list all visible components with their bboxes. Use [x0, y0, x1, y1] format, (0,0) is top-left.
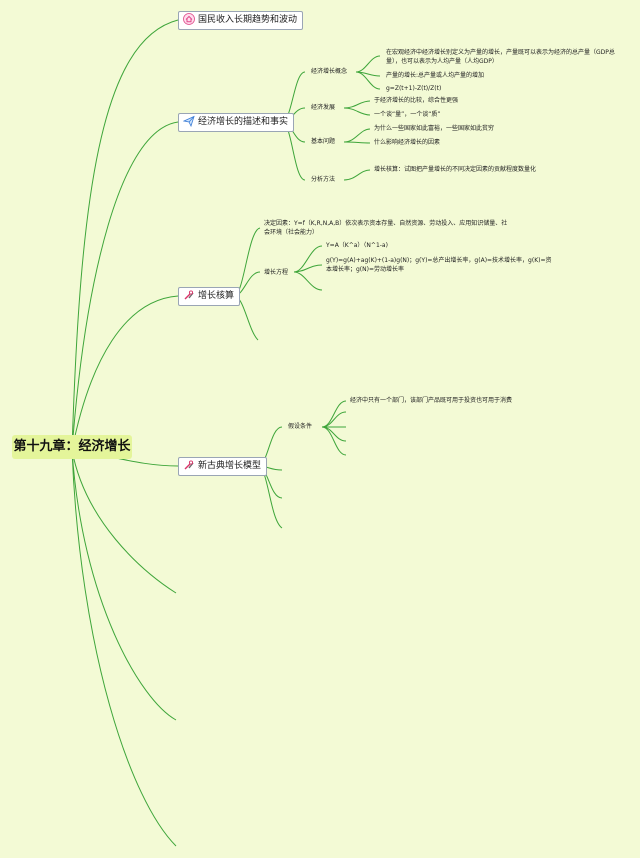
leaf-growth-definition[interactable]: 在宏观经济中经济增长别定义为产量的增长，产量既可以表示为经济的总产量（GDP总量… [386, 49, 615, 65]
home-icon [183, 12, 195, 25]
subtopic-economic-development[interactable]: 经济发展 [311, 104, 336, 111]
subtopic-growth-concept[interactable]: 经济增长概念 [311, 68, 348, 75]
subtopic-assumptions[interactable]: 假设条件 [288, 423, 313, 430]
topic-label: 国民收入长期趋势和波动 [198, 15, 298, 25]
tools-icon [183, 459, 195, 471]
topic-growth-description[interactable]: 经济增长的描述和事实 [178, 113, 295, 132]
subtopic-growth-equation[interactable]: 增长方程 [264, 269, 289, 276]
subtopic-determinants[interactable]: 决定因素：Y=f（K,R,N,A,B）依次表示资本存量、自然资源、劳动投入、应用… [264, 220, 508, 236]
subtopic-analysis-method[interactable]: 分析方法 [311, 176, 336, 183]
topic-national-income-trend[interactable]: 国民收入长期趋势和波动 [178, 11, 304, 30]
paper-plane-icon [182, 115, 195, 127]
leaf-quantity-quality[interactable]: 一个谈“量”，一个谈“质” [374, 111, 441, 118]
topic-label: 增长核算 [198, 291, 235, 301]
leaf-growth-formula[interactable]: g=Z(t+1)-Z(t)/Z(t) [386, 85, 442, 92]
leaf-production-function[interactable]: Y=A（K^a）（N^1-a) [326, 242, 388, 249]
leaf-output-growth[interactable]: 产量的增长:总产量或人均产量的增加 [386, 72, 485, 79]
leaf-growth-rate-equation[interactable]: g(Y)=g(A)+ag(K)+(1-a)g(N)；g(Y)=总产出增长率，g(… [326, 257, 552, 273]
root-topic[interactable]: 第十九章：经济增长 [12, 435, 132, 459]
leaf-one-sector-assumption[interactable]: 经济中只有一个部门，该部门产品既可用于投资也可用于消费 [350, 397, 513, 404]
leaf-development-comparison[interactable]: 于经济增长的比较，综合性更强 [374, 97, 459, 104]
leaf-growth-accounting-method[interactable]: 增长核算：试图把产量增长的不同决定因素的贡献程度数量化 [374, 166, 537, 173]
topic-neoclassical-model[interactable]: 新古典增长模型 [178, 457, 268, 476]
topic-label: 新古典增长模型 [198, 461, 262, 471]
leaf-growth-factors-question[interactable]: 什么影响经济增长的因素 [374, 139, 441, 146]
tools-icon [183, 289, 195, 301]
subtopic-basic-questions[interactable]: 基本问题 [311, 138, 336, 145]
topic-growth-accounting[interactable]: 增长核算 [178, 287, 241, 306]
topic-label: 经济增长的描述和事实 [198, 117, 289, 127]
leaf-rich-poor-question[interactable]: 为什么一些国家如此富裕，一些国家如此贫穷 [374, 125, 495, 132]
